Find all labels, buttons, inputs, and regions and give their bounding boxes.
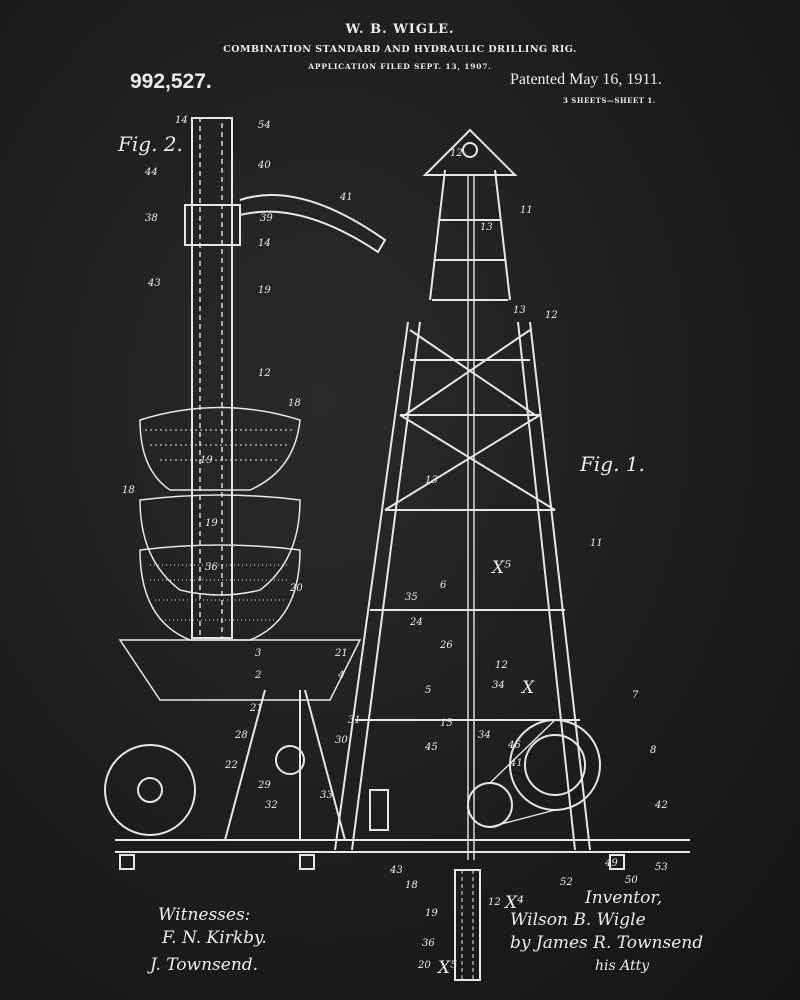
ref-numeral: 29 [258, 780, 271, 791]
ref-numeral: 39 [260, 213, 273, 224]
ref-numeral: 15 [440, 718, 453, 729]
ref-numeral: 26 [440, 640, 453, 651]
ref-numeral: 54 [258, 120, 271, 131]
fig2-pipe-assembly [139, 117, 387, 641]
witnesses-label: Witnesses: [158, 905, 251, 925]
ref-numeral: 38 [145, 213, 158, 224]
ref-numeral: 21 [335, 648, 348, 659]
ref-numeral: 13 [513, 305, 526, 316]
ref-numeral: 43 [148, 278, 161, 289]
ref-numeral: 41 [510, 758, 523, 769]
ref-numeral: 19 [258, 285, 271, 296]
inventor-label: Inventor, [585, 888, 663, 908]
ref-numeral: 8 [650, 745, 657, 756]
fig2-label: Fig. 2. [118, 132, 183, 156]
ref-numeral: 19 [425, 908, 438, 919]
attorney-role: his Atty [595, 958, 650, 974]
attorney-signature: by James R. Townsend [510, 933, 704, 953]
ref-numeral: 53 [655, 862, 668, 873]
sheet-count: 3 SHEETS—SHEET 1. [563, 96, 656, 105]
ref-numeral: 20 [418, 960, 431, 971]
patent-title: COMBINATION STANDARD AND HYDRAULIC DRILL… [223, 44, 577, 55]
witness-2-signature: J. Townsend. [150, 955, 259, 975]
ref-numeral: 5 [425, 685, 432, 696]
marker-x: X [522, 678, 535, 698]
ref-numeral: 41 [340, 192, 353, 203]
fig1-derrick [334, 128, 591, 860]
ref-numeral: 28 [235, 730, 248, 741]
ref-numeral: 12 [545, 310, 558, 321]
ref-numeral: 11 [520, 205, 533, 216]
ref-numeral: 12 [495, 660, 508, 671]
inventor-header: W. B. WIGLE. [345, 22, 455, 37]
marker-x5-bottom: X⁵ [438, 958, 457, 978]
ref-numeral: 4 [338, 670, 345, 681]
ref-numeral: 3 [255, 648, 262, 659]
ref-numeral: 30 [335, 735, 348, 746]
ref-numeral: 40 [258, 160, 271, 171]
ref-numeral: 45 [425, 742, 438, 753]
fig1-label: Fig. 1. [580, 452, 645, 476]
ref-numeral: 2 [255, 670, 262, 681]
patent-number: 992,527. [130, 70, 212, 93]
ref-numeral: 20 [290, 583, 303, 594]
ref-numeral: 13 [480, 222, 493, 233]
ref-numeral: 18 [122, 485, 135, 496]
ref-numeral: 33 [320, 790, 333, 801]
ref-numeral: 36 [422, 938, 435, 949]
ref-numeral: 12 [258, 368, 271, 379]
ref-numeral: 24 [410, 617, 423, 628]
ref-numeral: 43 [390, 865, 403, 876]
ref-numeral: 18 [288, 398, 301, 409]
ref-numeral: 7 [632, 690, 639, 701]
ref-numeral: 34 [492, 680, 505, 691]
ref-numeral: 19 [200, 455, 213, 466]
lower-well-pipe [454, 869, 481, 981]
ref-numeral: 32 [265, 800, 278, 811]
patented-date: Patented May 16, 1911. [510, 71, 662, 88]
ref-numeral: 18 [405, 880, 418, 891]
base-machinery [104, 639, 690, 870]
ref-numeral: 11 [590, 538, 603, 549]
ref-numeral: 49 [605, 858, 618, 869]
ref-numeral: 12 [450, 148, 463, 159]
ref-numeral: 14 [175, 115, 188, 126]
ref-numeral: 21 [250, 703, 263, 714]
ref-numeral: 22 [225, 760, 238, 771]
ref-numeral: 52 [560, 877, 573, 888]
ref-numeral: 13 [425, 475, 438, 486]
witness-1-signature: F. N. Kirkby. [162, 928, 267, 948]
ref-numeral: 42 [655, 800, 668, 811]
ref-numeral: 46 [508, 740, 521, 751]
inventor-signature: Wilson B. Wigle [510, 910, 646, 930]
ref-numeral: 50 [625, 875, 638, 886]
ref-numeral: 34 [478, 730, 491, 741]
ref-numeral: 35 [405, 592, 418, 603]
ref-numeral: 6 [440, 580, 447, 591]
marker-x4: X⁴ [505, 893, 524, 913]
ref-numeral: 36 [205, 562, 218, 573]
ref-numeral: 14 [258, 238, 271, 249]
ref-numeral: 44 [145, 167, 158, 178]
ref-numeral: 19 [205, 518, 218, 529]
marker-x5-top: X⁵ [492, 558, 511, 578]
application-date: APPLICATION FILED SEPT. 13, 1907. [308, 62, 492, 71]
ref-numeral: 31 [348, 715, 361, 726]
ref-numeral: 12 [488, 897, 501, 908]
